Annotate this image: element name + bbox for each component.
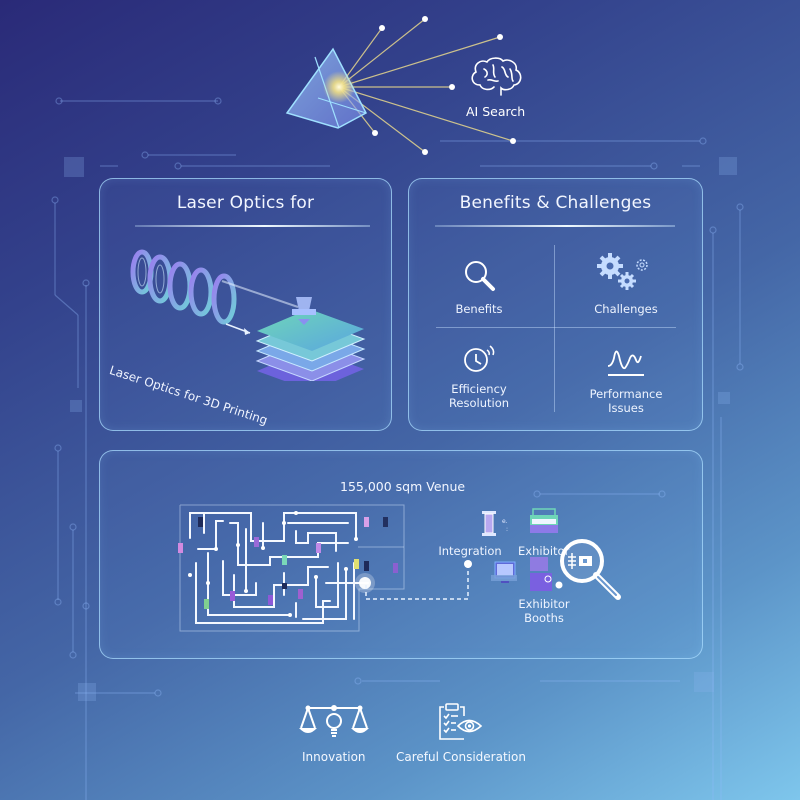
brain-icon (471, 57, 522, 96)
monitor-icon (491, 561, 517, 583)
printer-icon (530, 508, 558, 533)
laser-arrow-icon (221, 280, 299, 335)
benefits-label: Benefits (455, 302, 503, 316)
ai-search-label: AI Search (466, 104, 526, 119)
svg-text::: : (506, 526, 508, 533)
laser-optics-title: Laser Optics for (176, 193, 315, 213)
efficiency-label-line1: Efficiency (451, 382, 507, 396)
efficiency-label: Efficiency Resolution (429, 382, 529, 410)
performance-label-line2: Issues (608, 401, 644, 415)
stopwatch-icon (464, 345, 495, 372)
waveform-icon (607, 350, 644, 376)
grid-divider-vertical (554, 245, 555, 412)
connector-dashed-line (365, 560, 472, 600)
maze-icon (178, 504, 405, 632)
clipboard-eye-icon (439, 703, 483, 740)
laser-optics-caption: Laser Optics for 3D Printing (107, 363, 270, 428)
pillar-icon: e. : (482, 511, 508, 536)
innovation-label: Innovation (302, 750, 366, 764)
exhibitor-label: Exhibitor (518, 544, 570, 558)
efficiency-label-line2: Resolution (448, 396, 510, 410)
magnifier-icon (465, 261, 495, 291)
title-divider (135, 225, 370, 227)
exhibitor-booths-label: Exhibitor Booths (514, 597, 574, 625)
laser-optics-panel: Laser Optics for (99, 178, 392, 431)
performance-label: Performance Issues (576, 387, 676, 415)
booths-label-line2: Booths (524, 611, 564, 625)
venue-title: 155,000 sqm Venue (340, 479, 466, 494)
integration-label: Integration (438, 544, 502, 558)
booths-label-line1: Exhibitor (518, 597, 570, 611)
search-magnifier-icon (560, 539, 621, 600)
printer-layers-icon (255, 297, 366, 381)
header: AI Search (250, 0, 570, 165)
benefits-challenges-panel: Benefits & Challenges Benefits Challenge… (408, 178, 703, 431)
challenges-label: Challenges (594, 302, 658, 316)
svg-text:e.: e. (502, 518, 508, 525)
booth-icon (530, 557, 563, 591)
lens-array-icon (130, 249, 237, 325)
scales-lightbulb-icon (299, 705, 369, 737)
performance-label-line1: Performance (589, 387, 663, 401)
careful-consideration-label: Careful Consideration (396, 750, 526, 764)
prism-icon (285, 16, 516, 155)
venue-panel: 155,000 sqm Venue (99, 450, 703, 659)
title-divider (435, 225, 675, 227)
grid-divider-horizontal (436, 327, 676, 328)
gears-icon (597, 253, 648, 290)
benefits-challenges-title: Benefits & Challenges (459, 193, 652, 213)
